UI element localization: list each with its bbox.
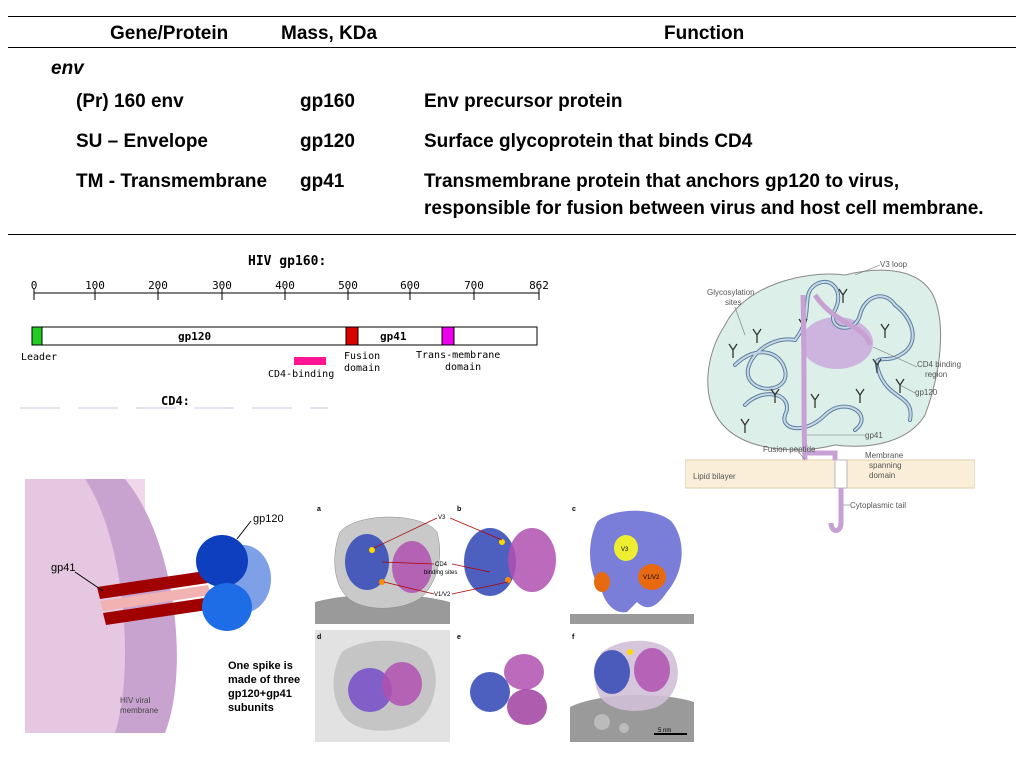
gp120-segment-label: gp120 xyxy=(178,330,211,343)
fusion-label-2: domain xyxy=(344,363,380,374)
tick-600: 600 xyxy=(400,279,420,292)
gp120-label: gp120 xyxy=(915,388,938,397)
tick-0: 0 xyxy=(31,279,38,292)
leader-segment xyxy=(31,326,43,346)
v1v2-label: V1/V2 xyxy=(434,592,451,598)
tm-segment xyxy=(441,326,455,346)
c-v3-label: V3 xyxy=(621,547,629,553)
table-header-rule xyxy=(8,47,1016,48)
tick-500: 500 xyxy=(338,279,358,292)
cd4-sites-label-1: CD4 xyxy=(435,562,448,568)
panel-c: c V3 V1/V2 xyxy=(570,506,694,624)
spike-caption-4: subunits xyxy=(228,702,274,714)
cd4-label: CD4: xyxy=(161,394,190,408)
gp120-blob-top xyxy=(196,535,248,587)
spike-caption-3: gp120+gp41 xyxy=(228,688,292,700)
panel-f-letter: f xyxy=(572,634,575,641)
gp41-segment-label: gp41 xyxy=(380,330,407,343)
gp120-schematic: V3 loop Glycosylation sites CD4 binding … xyxy=(685,255,975,533)
spike-gp120-label: gp120 xyxy=(253,513,284,525)
v3-loop-label: V3 loop xyxy=(880,260,908,269)
cd4-sites-label-2: binding sites xyxy=(424,570,457,576)
row1-mass: gp160 xyxy=(300,91,355,112)
panel-b-letter: b xyxy=(457,506,461,513)
tick-400: 400 xyxy=(275,279,295,292)
tick-100: 100 xyxy=(85,279,105,292)
cyto-tail-label: Cytoplasmic tail xyxy=(850,501,906,510)
panel-f: f 5 nm xyxy=(570,630,694,742)
row3-gene: TM - Transmembrane xyxy=(76,171,268,192)
spike-gp41-label: gp41 xyxy=(51,562,75,574)
tick-200: 200 xyxy=(148,279,168,292)
spike-caption-1: One spike is xyxy=(228,660,293,672)
panel-e: e xyxy=(455,630,560,742)
panel-c-letter: c xyxy=(572,506,576,513)
membrane-label-1: HIV viral xyxy=(120,696,150,705)
membrane-label-2: spanning xyxy=(869,461,901,470)
gp41-stalk xyxy=(800,294,808,465)
cd4-binding-bar xyxy=(294,357,326,365)
panel-a-letter: a xyxy=(317,506,321,513)
row2-function: Surface glycoprotein that binds CD4 xyxy=(424,131,753,152)
panel-d-letter: d xyxy=(317,634,321,641)
gp120-blob-bottom xyxy=(202,583,252,631)
membrane-label-3: domain xyxy=(869,471,895,480)
panel-b: b V3 CD4 binding sites V1/V2 xyxy=(373,506,560,624)
cd4-region-label-2: region xyxy=(925,370,947,379)
fusion-segment xyxy=(345,326,359,346)
gp160-map: HIV gp160: 0 100 200 300 400 500 600 700… xyxy=(20,254,549,409)
tick-862: 862 xyxy=(529,279,549,292)
panel-d: d xyxy=(315,630,450,742)
spike-caption-2: made of three xyxy=(228,674,300,686)
gp41-label: gp41 xyxy=(865,431,883,440)
glyco-label-2: sites xyxy=(725,298,741,307)
row3-mass: gp41 xyxy=(300,171,345,192)
structure-panels: a b V3 CD4 binding sites V1/V2 c V3 V1/V… xyxy=(315,506,694,742)
tick-300: 300 xyxy=(212,279,232,292)
cd4-region-label-1: CD4 binding xyxy=(917,360,961,369)
membrane-label-1: Membrane xyxy=(865,451,904,460)
header-mass: Mass, KDa xyxy=(281,23,378,44)
panel-e-letter: e xyxy=(457,634,461,641)
cyto-tail xyxy=(828,488,844,533)
gp160-title: HIV gp160: xyxy=(248,254,326,269)
tm-label-2: domain xyxy=(445,362,481,373)
row3-function: Transmembrane protein that anchors gp120… xyxy=(424,171,900,192)
table-bottom-rule xyxy=(8,234,1016,235)
leader-label: Leader xyxy=(21,352,57,363)
glyco-label-1: Glycosylation xyxy=(707,288,755,297)
c-v1v2-label: V1/V2 xyxy=(643,575,660,581)
group-label: env xyxy=(51,58,84,79)
table-top-rule xyxy=(8,16,1016,17)
panel-a: a xyxy=(315,506,450,624)
header-gene: Gene/Protein xyxy=(110,23,229,44)
scale-label: 5 nm xyxy=(658,728,671,734)
header-function: Function xyxy=(664,23,745,44)
lipid-bilayer xyxy=(685,459,975,489)
row2-gene: SU – Envelope xyxy=(76,131,208,152)
tm-label-1: Trans-membrane xyxy=(416,350,500,361)
spike-cartoon: gp120 gp41 HIV viral membrane One spike … xyxy=(25,479,300,733)
v3-label: V3 xyxy=(438,515,446,521)
fusion-peptide-label: Fusion peptide xyxy=(763,445,816,454)
gp41-rods xyxy=(97,571,214,625)
membrane-label-2: membrane xyxy=(120,706,159,715)
ruler-ticks xyxy=(33,289,540,300)
row2-mass: gp120 xyxy=(300,131,355,152)
tick-700: 700 xyxy=(464,279,484,292)
gp160-bar xyxy=(31,326,538,346)
row1-gene: (Pr) 160 env xyxy=(76,91,184,112)
lipid-bilayer-label: Lipid bilayer xyxy=(693,472,736,481)
row3-function-line2: responsible for fusion between virus and… xyxy=(424,198,984,219)
row1-function: Env precursor protein xyxy=(424,91,623,112)
fusion-label-1: Fusion xyxy=(344,351,380,362)
cd4-binding-label: CD4-binding xyxy=(268,369,334,380)
